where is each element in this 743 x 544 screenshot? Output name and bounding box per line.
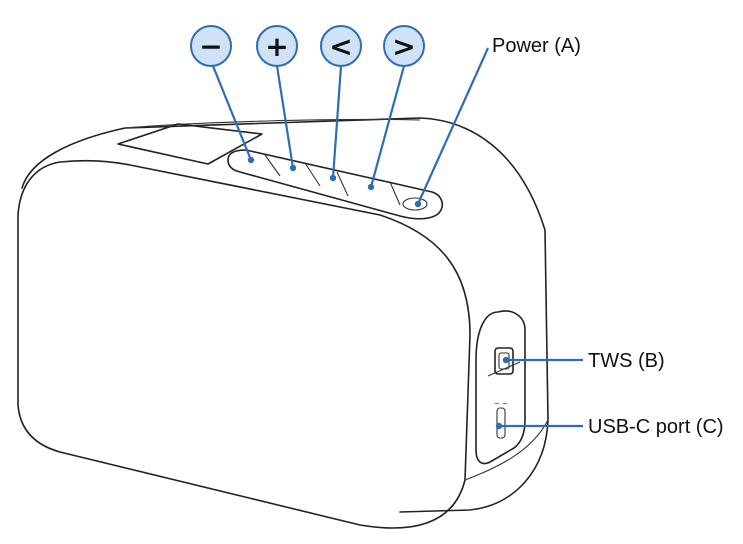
- svg-text:~ ~: ~ ~: [494, 400, 508, 408]
- volume-down-symbol: −: [199, 30, 222, 63]
- next-callout: >: [383, 25, 425, 67]
- tws-label: TWS (B): [588, 350, 665, 372]
- strip-button-next[interactable]: [389, 181, 401, 206]
- display-panel: [117, 123, 263, 165]
- strip-button-volume-down[interactable]: [264, 154, 281, 177]
- strip-button-previous[interactable]: [336, 171, 349, 197]
- volume-down-callout: −: [190, 25, 232, 67]
- volume-up-symbol: +: [265, 30, 288, 63]
- speaker-body: ~ ~: [17, 117, 549, 529]
- previous-symbol: <: [329, 30, 352, 63]
- next-symbol: >: [392, 30, 415, 63]
- side-port-panel: [475, 310, 526, 465]
- front-grille: [17, 159, 471, 529]
- power-button-ring[interactable]: [402, 197, 428, 211]
- usb-c-port: [496, 407, 506, 439]
- volume-up-callout: +: [256, 25, 298, 67]
- usb-c-label: USB-C port (C): [588, 416, 724, 438]
- leader-lines: [211, 47, 583, 430]
- top-button-strip: [227, 149, 444, 220]
- strip-button-volume-up[interactable]: [304, 162, 321, 187]
- previous-callout: <: [320, 25, 362, 67]
- power-label: Power (A): [492, 35, 581, 57]
